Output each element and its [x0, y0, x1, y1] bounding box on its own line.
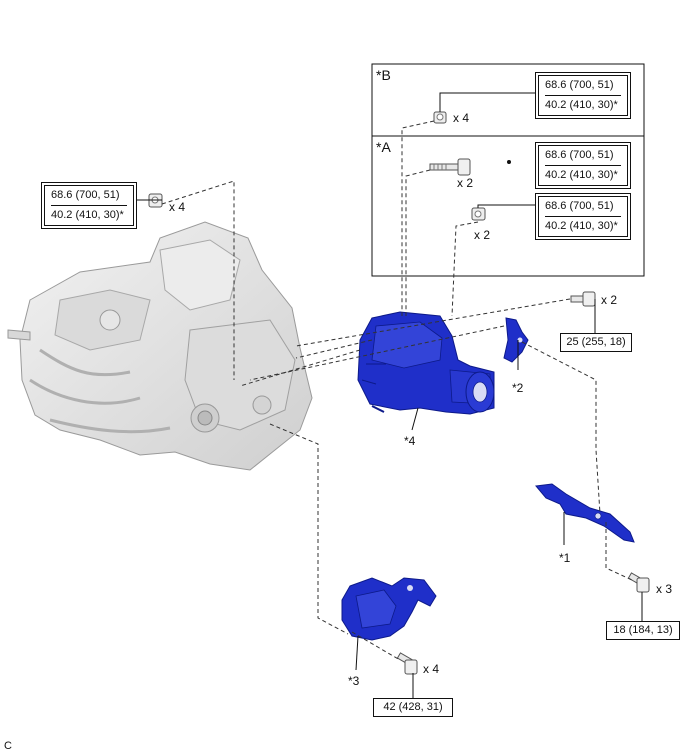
fastener-bolt-top-right — [570, 291, 596, 307]
fastener-bolt-bottom — [396, 652, 418, 675]
torque-line-1: 68.6 (700, 51) — [545, 200, 614, 212]
installation-dashed-lines — [161, 120, 633, 661]
torque-line-2: 40.2 (410, 30)* — [545, 95, 621, 115]
torque-spec-left: 68.6 (700, 51) 40.2 (410, 30)* — [41, 182, 137, 229]
view-a-label: *A — [376, 139, 391, 155]
callout-part-3: *3 — [348, 674, 360, 688]
marker-dot — [507, 160, 511, 164]
torque-spec-view-b: 68.6 (700, 51) 40.2 (410, 30)* — [535, 72, 631, 119]
figure-code: C — [4, 740, 12, 752]
torque-spec-bottom: 42 (428, 31) — [373, 698, 453, 717]
mount-bracket-part-3 — [341, 577, 437, 641]
inset-view-box — [371, 63, 645, 277]
qty-a-nut: x 2 — [474, 228, 491, 242]
leader-lines — [129, 92, 643, 698]
bracket-part-2 — [503, 317, 529, 363]
torque-spec-top-right: 25 (255, 18) — [560, 333, 632, 352]
torque-line-2: 40.2 (410, 30)* — [51, 205, 127, 225]
fastener-bolt-bracket — [627, 572, 650, 593]
torque-line-2: 40.2 (410, 30)* — [545, 216, 621, 236]
torque-spec-view-a-nut: 68.6 (700, 51) 40.2 (410, 30)* — [535, 193, 631, 240]
qty-top-right-bolt: x 2 — [601, 293, 618, 307]
fastener-nut-a — [471, 207, 486, 221]
fastener-bolt-a — [429, 158, 471, 176]
qty-b-nut: x 4 — [453, 111, 470, 125]
transaxle-housing — [7, 221, 313, 471]
torque-line-1: 68.6 (700, 51) — [545, 149, 614, 161]
qty-bracket-bolt: x 3 — [656, 582, 673, 596]
callout-part-4: *4 — [404, 434, 416, 448]
callout-part-2: *2 — [512, 381, 524, 395]
torque-line-1: 68.6 (700, 51) — [545, 79, 614, 91]
transfer-assembly-part-4 — [357, 311, 495, 415]
torque-spec-view-a-bolt: 68.6 (700, 51) 40.2 (410, 30)* — [535, 142, 631, 189]
view-b-label: *B — [376, 67, 391, 83]
qty-a-bolt: x 2 — [457, 176, 474, 190]
callout-part-1: *1 — [559, 551, 571, 565]
torque-spec-bracket: 18 (184, 13) — [606, 621, 680, 640]
fastener-nut-b — [433, 111, 447, 124]
bracket-part-1 — [535, 483, 635, 543]
torque-line-2: 40.2 (410, 30)* — [545, 165, 621, 185]
torque-line-1: 68.6 (700, 51) — [51, 189, 120, 201]
qty-bottom-bolt: x 4 — [423, 662, 440, 676]
qty-left-nut: x 4 — [169, 200, 186, 214]
